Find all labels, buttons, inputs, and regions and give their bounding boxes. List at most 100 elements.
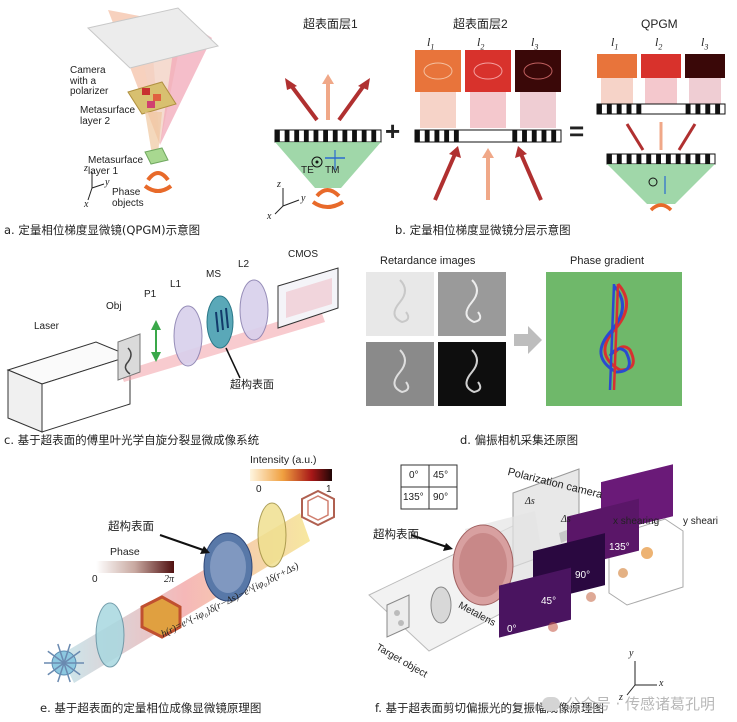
label-metasurface: 超构表面 [108,521,154,533]
phase-object [649,203,673,212]
label-p1: P1 [144,289,157,300]
caption-e: e. 基于超表面的定量相位成像显微镜原理图 [40,701,262,715]
fourier-system [6,267,339,433]
clef-stem [612,283,620,391]
stripe [685,104,691,114]
label-y-shearing: y sheari [683,516,719,527]
clef-blue [599,284,631,374]
pixel-mark [147,101,155,108]
stripe [636,154,642,164]
clef-stem [608,283,616,391]
watermark-text: 公众号 · 传感诸葛孔明 [565,695,715,713]
retardance-2 [366,342,434,406]
label-l2: L2 [238,259,250,270]
axis-x-label: x [267,211,272,222]
phase-sample [140,595,182,639]
ray [47,650,65,664]
axis-z-label: z [84,163,88,174]
pixel-mark [142,88,150,95]
metasurface-inner [210,541,246,593]
phase-max: 2π [164,574,175,585]
stripe [646,154,652,164]
label-l3: l3 [531,35,539,52]
ray [63,662,71,683]
stripe [531,130,537,142]
caption-d: d. 偏振相机采集还原图 [460,433,579,447]
deg-90: 90° [433,492,449,503]
label-l1: L1 [170,279,182,290]
arrowhead [322,74,334,84]
metasurface-stripes [597,104,721,114]
intensity-max: 1 [326,484,332,495]
panel-f: Polarization camera 0° 45° 135° 90° Δs Δ… [365,455,737,722]
qpgm-tile-l1 [597,54,637,78]
pointer-line [410,534,448,548]
spot [586,592,596,602]
metasurface-ms [206,295,234,349]
label-l2: l2 [477,35,485,52]
lens-l2 [239,279,269,341]
sample [124,347,132,375]
qpgm-schematic [86,7,220,201]
metasurface-stripes [607,154,711,164]
label-img-90: 90° [575,570,591,581]
pixel-mark [153,94,161,101]
arrow [337,82,367,122]
plus-sign: + [385,116,401,146]
layered-schematic [274,50,726,215]
title-qpgm: QPGM [641,17,678,31]
retardance-3 [438,342,506,406]
stripe [541,130,547,142]
axis-x [87,187,93,201]
phase-min: 0 [92,574,98,585]
clef [465,279,482,324]
retardance-grid [366,272,682,406]
axis-x-label: x [659,678,664,689]
label-tm: TM [325,165,340,176]
ray [57,662,65,683]
metasurface-stripes [415,130,557,142]
stripe [685,154,691,164]
camera-plane [86,7,220,69]
image-0 [499,567,571,638]
label-intensity: Intensity (a.u.) [250,455,317,466]
axis-y-label: y [629,648,634,659]
label-phase-objects: Phase objects [112,187,144,209]
arrow-right [514,326,542,354]
tile-l2 [465,50,511,92]
pointer-line [225,347,241,379]
stripe [636,104,642,114]
metasurface-texture [459,533,507,597]
stripe [361,130,367,142]
label-metasurface: 超构表面 [230,379,274,391]
label-phase: Phase [110,546,140,558]
stripe [284,130,290,142]
arrow [288,82,319,122]
delta-s-1: Δs [525,496,535,507]
stripe [275,130,280,142]
wechat-icon [541,697,560,711]
phase-object [315,188,341,198]
stripe [522,130,527,142]
arrowhead [151,352,161,362]
stripe [303,130,309,142]
panel-e: Intensity (a.u.) 0 1 Phase 0 2π 超构表面 h(r… [0,455,365,722]
output-pattern-inner [307,495,329,521]
target-plate [386,594,410,638]
intensity-colorbar [250,469,332,481]
label-te: TE [301,165,314,176]
title-layer2: 超表面层2 [453,17,508,31]
qpgm-cone [607,164,715,204]
arrow [433,153,457,201]
te-marker [311,156,323,168]
retardance-0 [366,272,434,336]
metasurface-layer-2 [127,81,177,115]
pointer-line [159,534,207,552]
target-dot [394,610,400,616]
metasurface-stripes [275,130,377,142]
arrowhead [515,146,527,158]
ray [63,650,81,664]
caption-c: c. 基于超表面的傅里叶光学自旋分裂显微成像系统 [4,433,260,447]
stripe [424,130,430,142]
phase-colorbar [96,561,174,573]
